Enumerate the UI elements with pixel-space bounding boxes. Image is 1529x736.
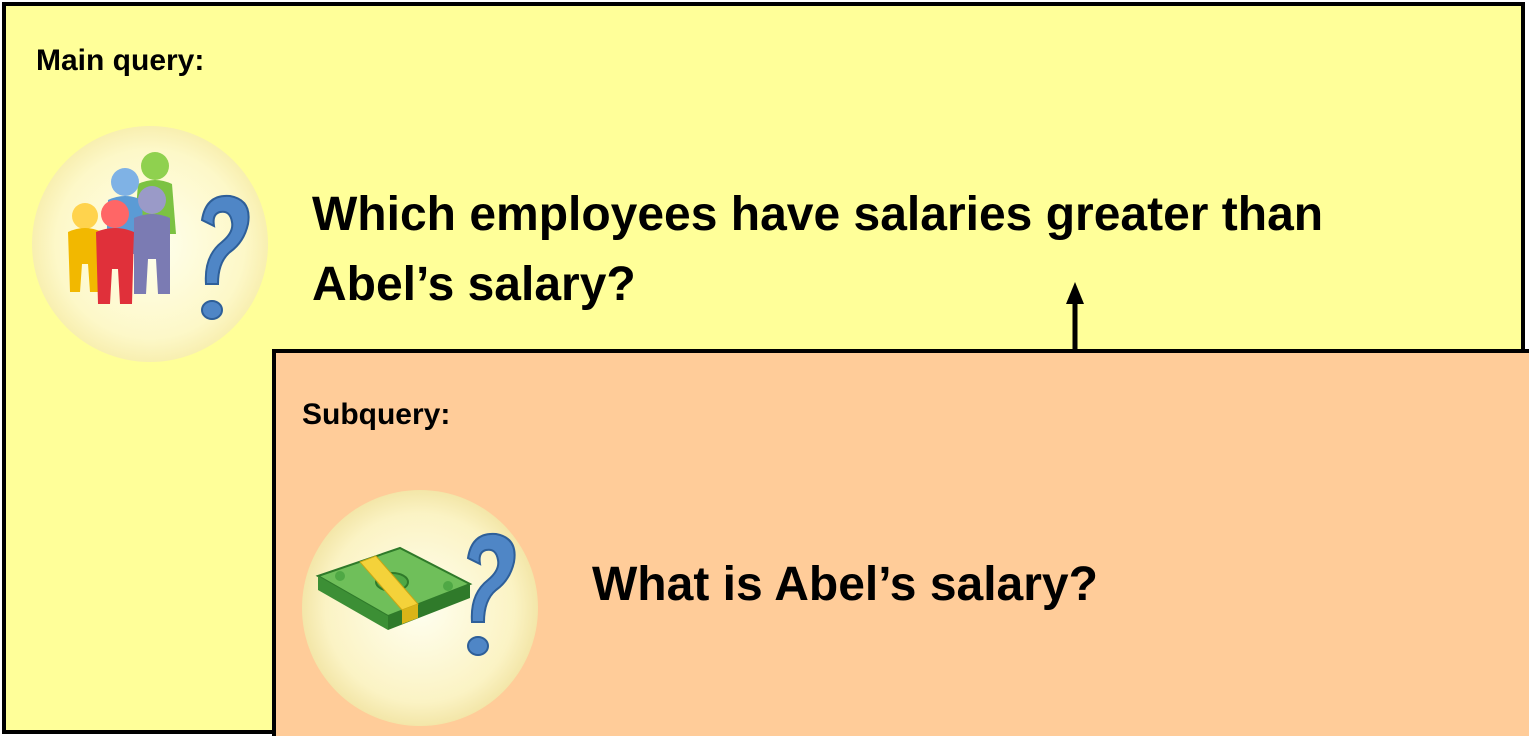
main-query-question: Which employees have salaries greater th… <box>312 188 1324 311</box>
subquery-question: What is Abel’s salary? <box>592 558 1098 611</box>
subquery-label: Subquery: <box>302 398 451 431</box>
people-question-icon <box>30 124 270 369</box>
main-query-label: Main query: <box>36 44 205 77</box>
money-question-icon <box>300 488 540 733</box>
